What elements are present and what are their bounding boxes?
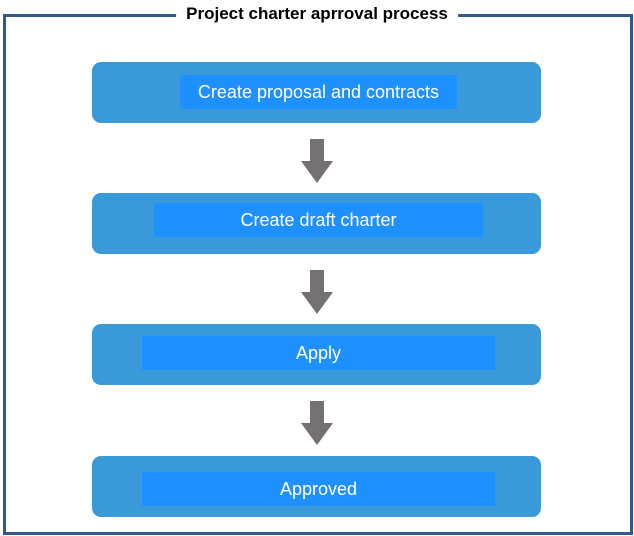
step-create-draft-charter: Create draft charter bbox=[92, 193, 541, 254]
step-approved: Approved bbox=[92, 456, 541, 517]
step-apply: Apply bbox=[92, 324, 541, 385]
step-label: Create proposal and contracts bbox=[180, 75, 457, 109]
diagram-title: Project charter aprroval process bbox=[176, 3, 458, 25]
step-create-proposal: Create proposal and contracts bbox=[92, 62, 541, 123]
arrow-down-icon bbox=[301, 401, 333, 445]
step-label: Approved bbox=[142, 472, 495, 506]
step-label: Apply bbox=[142, 336, 495, 370]
arrow-down-icon bbox=[301, 270, 333, 314]
step-label: Create draft charter bbox=[154, 203, 483, 237]
arrow-down-icon bbox=[301, 139, 333, 183]
